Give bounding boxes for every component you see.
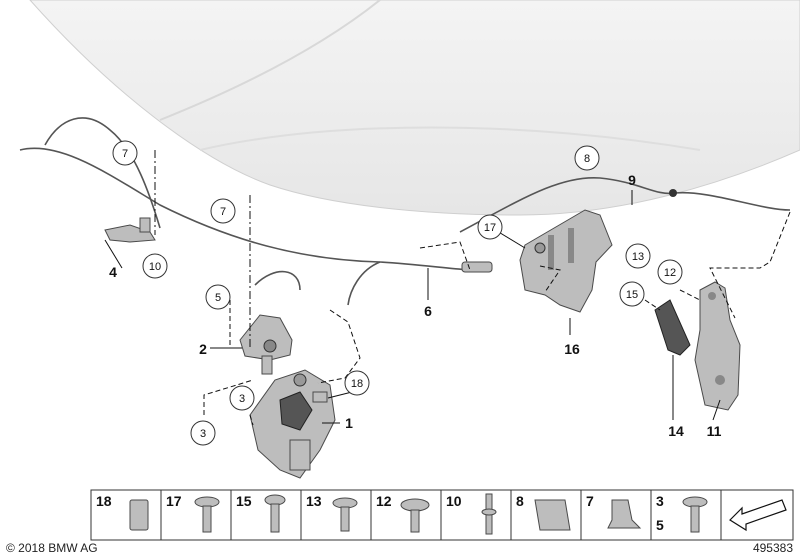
label-part-1: 1 (345, 415, 353, 431)
copyright-text: © 2018 BMW AG (6, 541, 98, 555)
label-part-16: 16 (564, 341, 580, 357)
legend-cell-8: 8 (510, 489, 582, 541)
legend-cell-13: 13 (300, 489, 372, 541)
cable-clip-icon (607, 499, 642, 529)
part-buffer (654, 299, 691, 356)
svg-text:12: 12 (664, 267, 676, 279)
part-release-handle (104, 217, 156, 243)
hood-panel (29, 0, 800, 216)
leader-line (419, 241, 471, 271)
legend-cell-direction (720, 489, 794, 541)
legend-cell-18: 18 (90, 489, 162, 541)
callout-8: 8 (574, 145, 600, 171)
cable-to-release (254, 270, 301, 291)
svg-text:13: 13 (632, 251, 644, 263)
leader-line (709, 211, 791, 319)
svg-text:12: 12 (376, 493, 392, 509)
clip-nut-icon (129, 499, 149, 531)
svg-text:15: 15 (626, 289, 638, 301)
part-release-lever (239, 314, 293, 375)
svg-text:18: 18 (96, 493, 112, 509)
hood-crease (159, 0, 381, 121)
clamp-icon (534, 499, 571, 531)
svg-text:3: 3 (656, 493, 664, 509)
callout-13: 13 (625, 243, 651, 269)
part-hood-lock (249, 369, 336, 479)
callout-15: 15 (619, 281, 645, 307)
callout-10: 10 (142, 253, 168, 279)
callout-3-lower: 3 (190, 420, 216, 446)
svg-text:13: 13 (306, 493, 322, 509)
part-support-arm (694, 281, 741, 411)
svg-text:3: 3 (239, 393, 245, 405)
callout-18: 18 (344, 370, 370, 396)
bowden-cable-front (459, 176, 676, 233)
leader-line (104, 239, 123, 269)
svg-text:8: 8 (584, 153, 590, 165)
svg-text:17: 17 (166, 493, 182, 509)
svg-text:10: 10 (446, 493, 462, 509)
leader-line (712, 399, 721, 421)
leader-line (539, 265, 561, 293)
callout-12: 12 (657, 259, 683, 285)
legend-cell-15: 15 (230, 489, 302, 541)
svg-text:7: 7 (586, 493, 594, 509)
legend-cell-10: 10 (440, 489, 512, 541)
leader-line (317, 309, 361, 384)
cable-ball-end (669, 189, 677, 197)
leader-line (679, 289, 701, 301)
callout-5: 5 (205, 284, 231, 310)
leader-line (203, 379, 254, 415)
part-screw (312, 391, 328, 403)
svg-text:7: 7 (220, 206, 226, 218)
diagram-id: 495383 (753, 541, 793, 555)
bowden-cable-main (19, 147, 491, 272)
label-part-11: 11 (707, 423, 722, 439)
svg-text:3: 3 (200, 428, 206, 440)
svg-text:8: 8 (516, 493, 524, 509)
bowden-cable-upper (44, 117, 161, 229)
leader-line (249, 414, 254, 426)
svg-text:5: 5 (656, 517, 664, 533)
legend-cell-17: 17 (160, 489, 232, 541)
legend-cell-3-5: 3 5 (650, 489, 722, 541)
bowden-cable-right (674, 191, 791, 211)
svg-text:7: 7 (122, 148, 128, 160)
svg-text:18: 18 (351, 378, 363, 390)
part-guide-pin (461, 261, 493, 273)
label-part-4: 4 (109, 264, 117, 280)
cable-to-lock (347, 261, 381, 306)
leader-line (327, 391, 353, 399)
svg-text:10: 10 (149, 261, 161, 273)
driving-direction-arrow-icon (729, 499, 787, 532)
parts-legend: 18 17 15 13 12 (90, 489, 794, 541)
part-bracket (519, 209, 613, 313)
label-part-6: 6 (424, 303, 432, 319)
label-part-2: 2 (199, 341, 207, 357)
callout-17: 17 (477, 214, 503, 240)
label-part-9: 9 (628, 172, 636, 188)
svg-text:5: 5 (215, 292, 221, 304)
screw-head-icon (400, 498, 430, 512)
leader-line (644, 299, 661, 311)
callout-3-lock: 3 (229, 385, 255, 411)
hood-crease (199, 126, 701, 151)
label-part-14: 14 (668, 423, 684, 439)
svg-text:17: 17 (484, 222, 496, 234)
svg-text:15: 15 (236, 493, 252, 509)
callout-7-center: 7 (210, 198, 236, 224)
callout-7-upper-left: 7 (112, 140, 138, 166)
legend-cell-7: 7 (580, 489, 652, 541)
legend-cell-12: 12 (370, 489, 442, 541)
